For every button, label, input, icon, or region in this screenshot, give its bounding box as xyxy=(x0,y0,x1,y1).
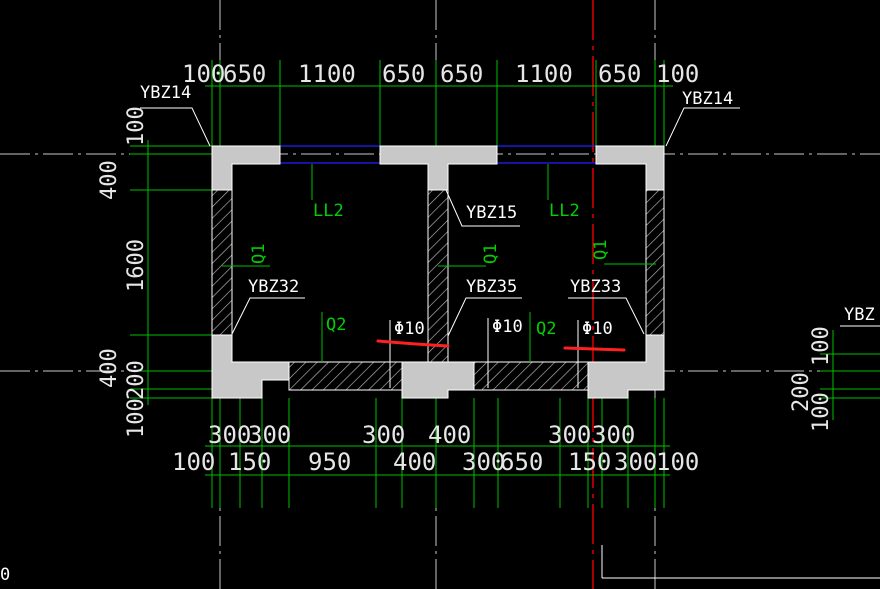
bottom-dim1-text-4: 400 xyxy=(428,421,471,449)
coupling-beams xyxy=(280,145,596,164)
label-q2-right: Q2 xyxy=(536,319,556,339)
bottom-dim2-text-3: 950 xyxy=(308,448,351,476)
bottom-dim2-text-6: 650 xyxy=(500,448,543,476)
label-q1-right: Q1 xyxy=(591,240,611,260)
green-leader-lines xyxy=(222,164,656,362)
leader-lines xyxy=(140,107,880,337)
right-dim-text-1: 200 xyxy=(789,372,814,412)
label-rebar-2: Φ10 xyxy=(492,317,523,337)
rebar-labels: Φ10 Φ10 Φ10 xyxy=(394,317,613,339)
leader-ybz33 xyxy=(568,297,645,335)
leader-ybz35 xyxy=(447,297,522,337)
label-q1-left: Q1 xyxy=(249,244,269,264)
label-ybz32: YBZ32 xyxy=(248,277,299,297)
left-dim-text-4: 400 xyxy=(97,348,122,388)
leader-ybz15 xyxy=(445,189,520,227)
leader-ybz14-right xyxy=(665,107,740,147)
wall-q1-right xyxy=(645,189,665,336)
leader-ybz14-left xyxy=(140,107,211,147)
label-rebar-1: Φ10 xyxy=(394,319,425,339)
wall-q2-right xyxy=(473,361,589,391)
red-annotations xyxy=(376,339,626,352)
bottom-dim1-text-1: 300 xyxy=(208,421,251,449)
left-dim-text-2: 400 xyxy=(97,160,122,200)
left-dimension-chain xyxy=(130,140,212,405)
frame-fragment xyxy=(601,545,880,579)
wall-q1-mid xyxy=(427,189,449,363)
rebar-leaders xyxy=(389,318,579,388)
top-dim-text-1: 100 xyxy=(182,60,225,88)
component-labels: YBZ14 YBZ14 YBZ15 YBZ32 YBZ35 YBZ33 YBZ … xyxy=(0,83,875,585)
bottom-dimension-texts-row2: 100 150 950 400 300 650 150 300 100 xyxy=(172,448,699,476)
bottom-dim1-text-3: 300 xyxy=(362,421,405,449)
column-ybz35 xyxy=(401,361,475,399)
right-dimension-texts: 200 100 100 xyxy=(789,326,834,432)
right-dim-text-2: 100 xyxy=(809,326,834,366)
top-dimension-texts: 100 650 1100 650 650 1100 650 100 xyxy=(182,60,699,88)
label-rebar-3: Φ10 xyxy=(582,319,613,339)
top-dim-text-7: 650 xyxy=(598,60,641,88)
label-ybz33: YBZ33 xyxy=(570,277,621,297)
boundary-columns xyxy=(211,145,665,399)
leader-ybz32 xyxy=(231,297,305,335)
bottom-dim1-text-5: 300 xyxy=(548,421,591,449)
bottom-dim1-text-6: 300 xyxy=(592,421,635,449)
top-dimension-chain xyxy=(205,60,673,148)
label-ybz14-left: YBZ14 xyxy=(140,83,191,103)
top-dim-text-4: 650 xyxy=(382,60,425,88)
hatched-walls xyxy=(211,189,665,391)
top-dim-text-8: 100 xyxy=(656,60,699,88)
element-labels-green: LL2 LL2 Q1 Q1 Q1 Q2 Q2 xyxy=(249,201,611,339)
red-mark-2 xyxy=(563,346,626,352)
top-dim-text-5: 650 xyxy=(440,60,483,88)
label-q1-mid: Q1 xyxy=(481,244,501,264)
column-ybz33 xyxy=(587,334,665,399)
bottom-dim1-text-2: 300 xyxy=(248,421,291,449)
left-dim-text-5: 200 xyxy=(124,360,149,400)
red-mark-1 xyxy=(376,339,450,348)
wall-q1-left xyxy=(211,189,233,336)
bottom-dim2-text-9: 100 xyxy=(656,448,699,476)
label-ybz35: YBZ35 xyxy=(466,277,517,297)
right-dim-text-3: 100 xyxy=(809,392,834,432)
left-dim-text-3: 1600 xyxy=(124,239,149,292)
label-ybz14-right: YBZ14 xyxy=(682,89,733,109)
bottom-dimension-texts-row1: 300 300 300 400 300 300 xyxy=(208,421,635,449)
left-dim-text-1: 100 xyxy=(124,106,149,146)
right-dimension-chain xyxy=(820,330,880,420)
top-dim-text-3: 1100 xyxy=(298,60,356,88)
label-ll2-left: LL2 xyxy=(313,201,344,221)
bottom-dim2-text-2: 150 xyxy=(228,448,271,476)
bottom-dim2-text-8: 300 xyxy=(614,448,657,476)
label-ll2-right: LL2 xyxy=(549,201,580,221)
label-q2-left: Q2 xyxy=(326,315,346,335)
left-dim-text-6: 100 xyxy=(124,398,149,438)
left-dimension-texts: 100 400 1600 400 200 100 xyxy=(97,106,149,438)
bottom-dim2-text-1: 100 xyxy=(172,448,215,476)
bottom-dim2-text-5: 300 xyxy=(462,448,505,476)
label-corner-zero: 0 xyxy=(0,565,10,585)
top-dim-text-6: 1100 xyxy=(515,60,573,88)
top-dim-text-2: 650 xyxy=(223,60,266,88)
label-ybz15: YBZ15 xyxy=(466,203,517,223)
bottom-dimension-chain xyxy=(205,398,670,508)
column-ybz14-left xyxy=(211,145,281,191)
bottom-dim2-text-4: 400 xyxy=(393,448,436,476)
column-ybz15 xyxy=(379,145,498,191)
wall-q2-left xyxy=(288,361,403,391)
column-ybz32 xyxy=(211,334,290,399)
column-ybz14-right xyxy=(595,145,665,191)
bottom-dim2-text-7: 150 xyxy=(568,448,611,476)
label-ybz-far-right: YBZ xyxy=(844,305,875,325)
